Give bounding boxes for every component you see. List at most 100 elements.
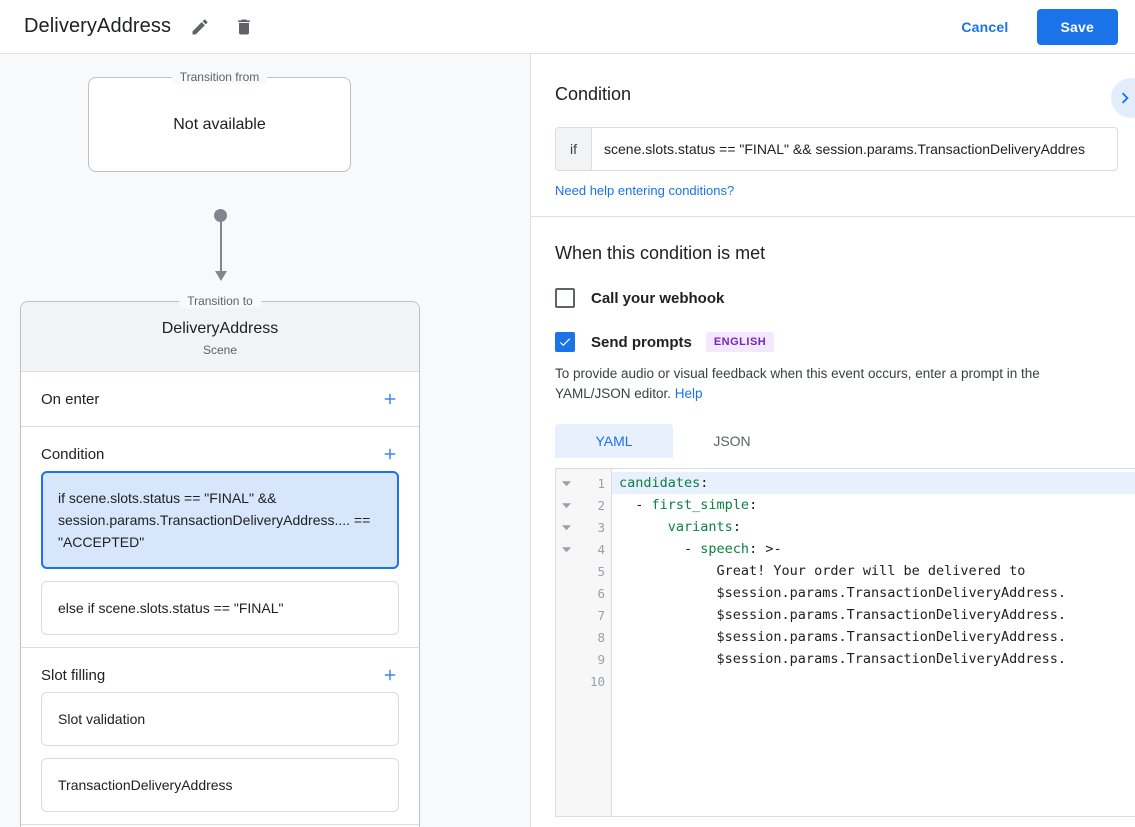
transition-to-card: Transition to DeliveryAddress Scene On e… [20, 294, 420, 827]
gutter-line: 2 [556, 494, 611, 516]
list-item[interactable]: Slot validation [41, 692, 399, 746]
send-prompts-label: Send prompts [591, 333, 692, 351]
editor-gutter: 1 2 3 4 5 6 7 8 9 10 [556, 469, 612, 816]
add-item-button[interactable] [379, 443, 401, 465]
code-line[interactable]: Great! Your order will be delivered to [619, 563, 1026, 579]
code-editor[interactable]: 1 2 3 4 5 6 7 8 9 10 candidates: - first_simple: … [555, 468, 1135, 817]
chevron-right-icon [1121, 87, 1135, 109]
condition-heading: Condition [555, 84, 632, 104]
condition-section: Condition if scene.slots.status == "FINA… [531, 54, 1135, 217]
arrow-start-dot [214, 209, 227, 222]
edit-name-button[interactable] [185, 12, 215, 42]
transition-to-name: DeliveryAddress [161, 320, 279, 337]
gutter-line: 6 [556, 582, 611, 604]
call-webhook-checkbox[interactable] [555, 288, 575, 308]
fold-toggle-icon[interactable] [562, 479, 571, 488]
gutter-line: 10 [556, 670, 611, 692]
list-item-selected[interactable]: if scene.slots.status == "FINAL" && sess… [41, 471, 399, 569]
transition-from-legend: Transition from [171, 70, 268, 84]
line-number: 10 [589, 673, 605, 689]
line-number: 8 [597, 629, 605, 645]
editor-code-area[interactable]: candidates: - first_simple: variants: - … [612, 469, 1135, 816]
code-line[interactable]: $session.params.TransactionDeliveryAddre… [619, 607, 1067, 623]
section-title: Slot filling [41, 666, 106, 684]
code-line[interactable]: $session.params.TransactionDeliveryAddre… [619, 651, 1067, 667]
condition-input-wrapper[interactable]: if scene.slots.status == "FINAL" && sess… [555, 127, 1118, 171]
add-item-button[interactable] [379, 664, 401, 686]
checkmark-icon [558, 335, 572, 349]
code-line[interactable]: - first_simple: [619, 497, 758, 513]
language-badge: ENGLISH [705, 332, 775, 352]
transition-from-value: Not available [173, 115, 266, 133]
call-webhook-label: Call your webhook [591, 289, 725, 307]
transition-to-subtitle: Scene [202, 343, 238, 357]
line-number: 2 [597, 497, 605, 513]
list-item[interactable]: else if scene.slots.status == "FINAL" [41, 581, 399, 635]
line-number: 4 [597, 541, 605, 557]
code-line[interactable]: candidates: [612, 472, 1135, 494]
transition-to-legend: Transition to [179, 294, 261, 308]
plus-icon [381, 666, 399, 684]
top-bar: DeliveryAddress Cancel Save [0, 0, 1135, 54]
list-item[interactable]: TransactionDeliveryAddress [41, 758, 399, 812]
fold-toggle-icon[interactable] [562, 523, 571, 532]
condition-help-link[interactable]: Need help entering conditions? [555, 183, 735, 198]
code-line[interactable]: - speech: >- [619, 541, 782, 557]
section-header: Slot filling [21, 648, 419, 692]
transition-from-card[interactable]: Transition from Not available [88, 70, 351, 172]
transition-arrow [213, 209, 229, 289]
send-prompts-checkbox[interactable] [555, 332, 575, 352]
gutter-line: 7 [556, 604, 611, 626]
editor-format-tabs: YAML JSON [555, 424, 1135, 458]
top-bar-actions: Cancel Save [947, 8, 1118, 45]
plus-icon [381, 445, 399, 463]
line-number: 3 [597, 519, 605, 535]
code-line[interactable]: variants: [667, 519, 741, 535]
prompts-description: To provide audio or visual feedback when… [555, 364, 1110, 404]
section-title: Condition [41, 445, 105, 463]
page-title: DeliveryAddress [24, 15, 172, 37]
add-item-button[interactable] [379, 388, 401, 410]
condition-input[interactable]: scene.slots.status == "FINAL" && session… [604, 141, 1085, 157]
code-line[interactable]: $session.params.TransactionDeliveryAddre… [619, 629, 1067, 645]
prompts-description-text: To provide audio or visual feedback when… [555, 366, 1040, 401]
prompts-help-link[interactable]: Help [674, 386, 703, 401]
section-title: On enter [41, 390, 100, 408]
condition-if-prefix: if [556, 128, 592, 170]
main-content: Transition from Not available Transition… [0, 54, 1135, 827]
gutter-line: 4 [556, 538, 611, 560]
details-panel: Condition if scene.slots.status == "FINA… [531, 54, 1135, 827]
code-line[interactable] [612, 670, 1135, 692]
arrow-head-icon [215, 271, 227, 281]
fold-toggle-icon[interactable] [562, 501, 571, 510]
scene-graph-panel: Transition from Not available Transition… [0, 54, 531, 827]
scene-section: Condition if scene.slots.status == "FINAL… [21, 427, 419, 648]
fold-toggle-icon[interactable] [562, 545, 571, 554]
send-prompts-row[interactable]: Send prompts ENGLISH [555, 332, 1135, 352]
save-button[interactable]: Save [1036, 8, 1118, 45]
trash-icon [234, 17, 254, 37]
tab-json[interactable]: JSON [713, 433, 751, 449]
line-number: 1 [597, 475, 605, 491]
gutter-line: 8 [556, 626, 611, 648]
delete-button[interactable] [229, 12, 259, 42]
gutter-line: 1 [556, 472, 611, 494]
plus-icon [381, 390, 399, 408]
line-number: 7 [597, 607, 605, 623]
tab-yaml[interactable]: YAML [555, 424, 673, 458]
code-line[interactable]: $session.params.TransactionDeliveryAddre… [619, 585, 1067, 601]
line-number: 6 [597, 585, 605, 601]
webhook-row[interactable]: Call your webhook [555, 288, 1135, 308]
when-condition-met-section: When this condition is met Call your web… [531, 217, 1135, 817]
section-header: On enter [21, 372, 419, 426]
gutter-line: 3 [556, 516, 611, 538]
line-number: 9 [597, 651, 605, 667]
cancel-button[interactable]: Cancel [947, 10, 1022, 44]
line-number: 5 [597, 563, 605, 579]
arrow-line [220, 217, 222, 277]
scene-section: On enter [21, 372, 419, 427]
transition-to-header[interactable]: DeliveryAddress Scene [21, 302, 419, 372]
section-header: Condition [21, 427, 419, 471]
